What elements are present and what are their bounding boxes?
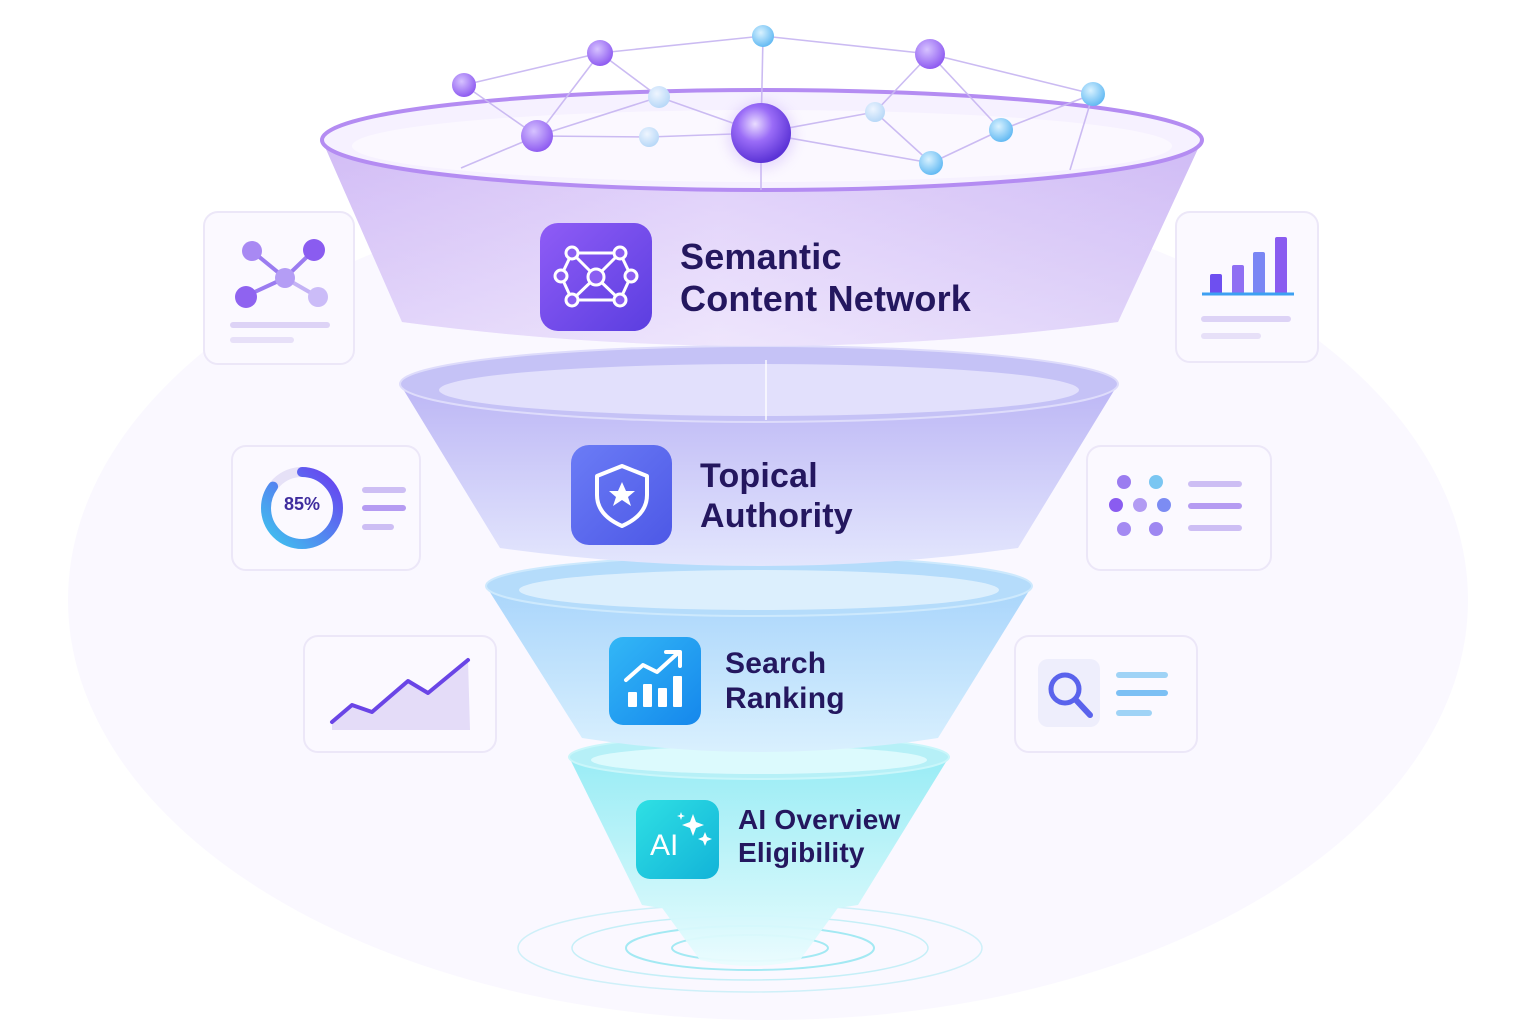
card-line: [1188, 525, 1242, 531]
network-nodes: [452, 25, 1105, 175]
stage-label-line: Semantic: [680, 236, 842, 277]
card-line: [362, 524, 394, 530]
stage-label-line: Ranking: [725, 682, 845, 716]
stage-label-line: Authority: [700, 497, 853, 536]
stage-label-line: AI Overview: [738, 804, 901, 835]
dot-grid-icon: [1109, 475, 1171, 536]
magnifier-icon: [1048, 672, 1093, 718]
ai-sparkle-icon: [636, 800, 719, 879]
side-card-dots: [1086, 445, 1272, 571]
card-line: [1116, 710, 1152, 716]
card-line: [362, 487, 406, 493]
stage-label-line: Content Network: [680, 278, 971, 320]
card-line: [1116, 672, 1168, 678]
stage-label-topical-authority: Topical Authority: [700, 456, 853, 536]
ai-icon-text: AI: [650, 829, 679, 862]
side-card-kpi: [231, 445, 421, 571]
stage-label-line: Topical: [700, 457, 818, 495]
bar-chart-icon: [1202, 237, 1294, 296]
network-nodes-icon: [540, 223, 652, 331]
progress-donut: [261, 467, 343, 549]
card-line: [1116, 690, 1168, 696]
kpi-percentage: 85%: [283, 494, 321, 514]
card-line: [1201, 316, 1291, 322]
card-line: [1188, 503, 1242, 509]
stage-label-search-ranking: Search Ranking: [725, 646, 845, 717]
card-line: [1188, 481, 1242, 487]
graph-nodes-icon: [235, 239, 328, 308]
shield-star-icon: [571, 445, 672, 545]
central-orb: [731, 103, 791, 163]
side-card-trend: [303, 635, 497, 753]
side-card-network: [203, 211, 355, 365]
stage-label-line: Search: [725, 647, 827, 680]
stage-label-ai-overview-eligibility: AI Overview Eligibility: [738, 803, 901, 869]
stage-label-semantic-content-network: Semantic Content Network: [680, 236, 971, 321]
side-card-bars: [1175, 211, 1319, 363]
growth-chart-icon: [609, 637, 701, 725]
side-card-search: [1014, 635, 1198, 753]
stage-label-line: Eligibility: [738, 837, 865, 869]
trend-line-icon: [330, 658, 470, 730]
card-line: [362, 505, 406, 511]
card-line: [230, 322, 330, 328]
card-line: [230, 337, 294, 343]
card-line: [1201, 333, 1261, 339]
